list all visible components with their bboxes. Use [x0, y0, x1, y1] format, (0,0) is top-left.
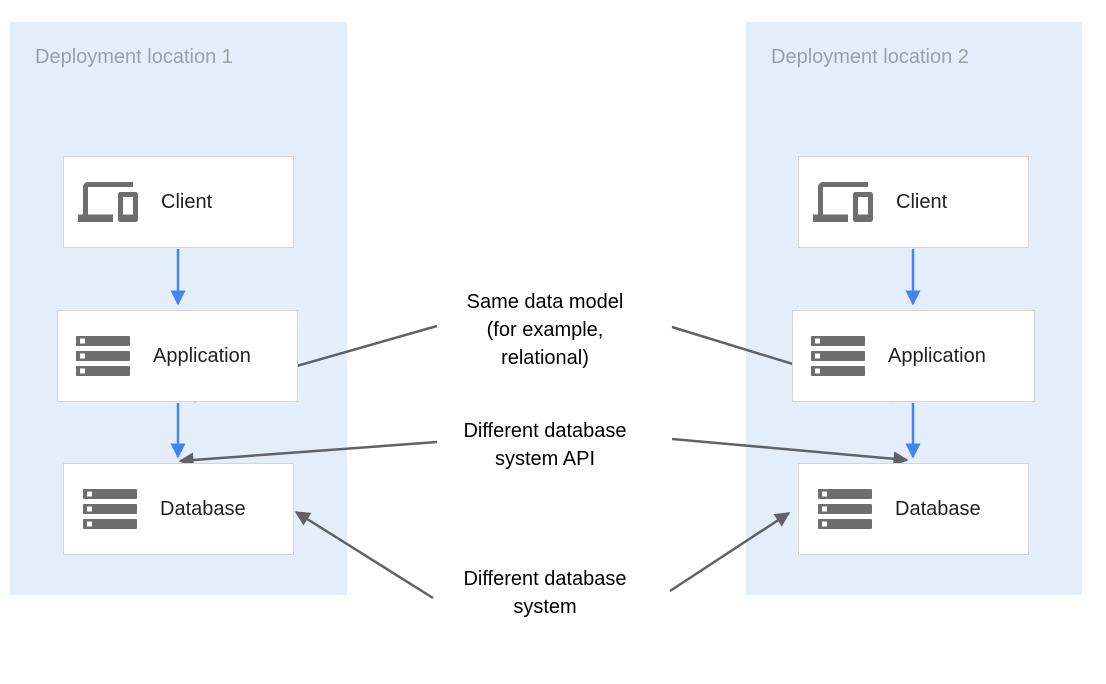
panel-title-2: Deployment location 2 [771, 46, 969, 68]
node-application-2: Application [792, 310, 1035, 402]
annotation-line: Same data model [466, 291, 624, 313]
server-stack-icon [83, 489, 137, 529]
server-stack-icon [76, 336, 130, 376]
node-label: Client [161, 190, 213, 213]
annotation-line: system API [494, 448, 596, 470]
node-database-2: Database [798, 463, 1029, 555]
annotation-line: relational) [501, 347, 589, 369]
node-label: Client [896, 190, 948, 213]
devices-icon [78, 182, 138, 222]
node-label: Database [160, 497, 246, 520]
annotation-line: system [513, 596, 577, 618]
node-database-1: Database [63, 463, 294, 555]
node-client-2: Client [798, 156, 1029, 248]
annotation-same-data-model: Same data model (for example, relational… [385, 288, 705, 372]
annotation-line: Different database [463, 568, 627, 590]
devices-icon [813, 182, 873, 222]
server-stack-icon [811, 336, 865, 376]
annotation-different-db-system: Different database system [385, 565, 705, 621]
panel-title-1: Deployment location 1 [35, 46, 233, 68]
node-client-1: Client [63, 156, 294, 248]
node-label: Application [153, 344, 251, 367]
node-application-1: Application [57, 310, 298, 402]
node-label: Application [888, 344, 986, 367]
annotation-line: (for example, [486, 319, 604, 341]
server-stack-icon [818, 489, 872, 529]
annotation-different-db-system-api: Different database system API [385, 417, 705, 473]
node-label: Database [895, 497, 981, 520]
annotation-line: Different database [463, 420, 627, 442]
